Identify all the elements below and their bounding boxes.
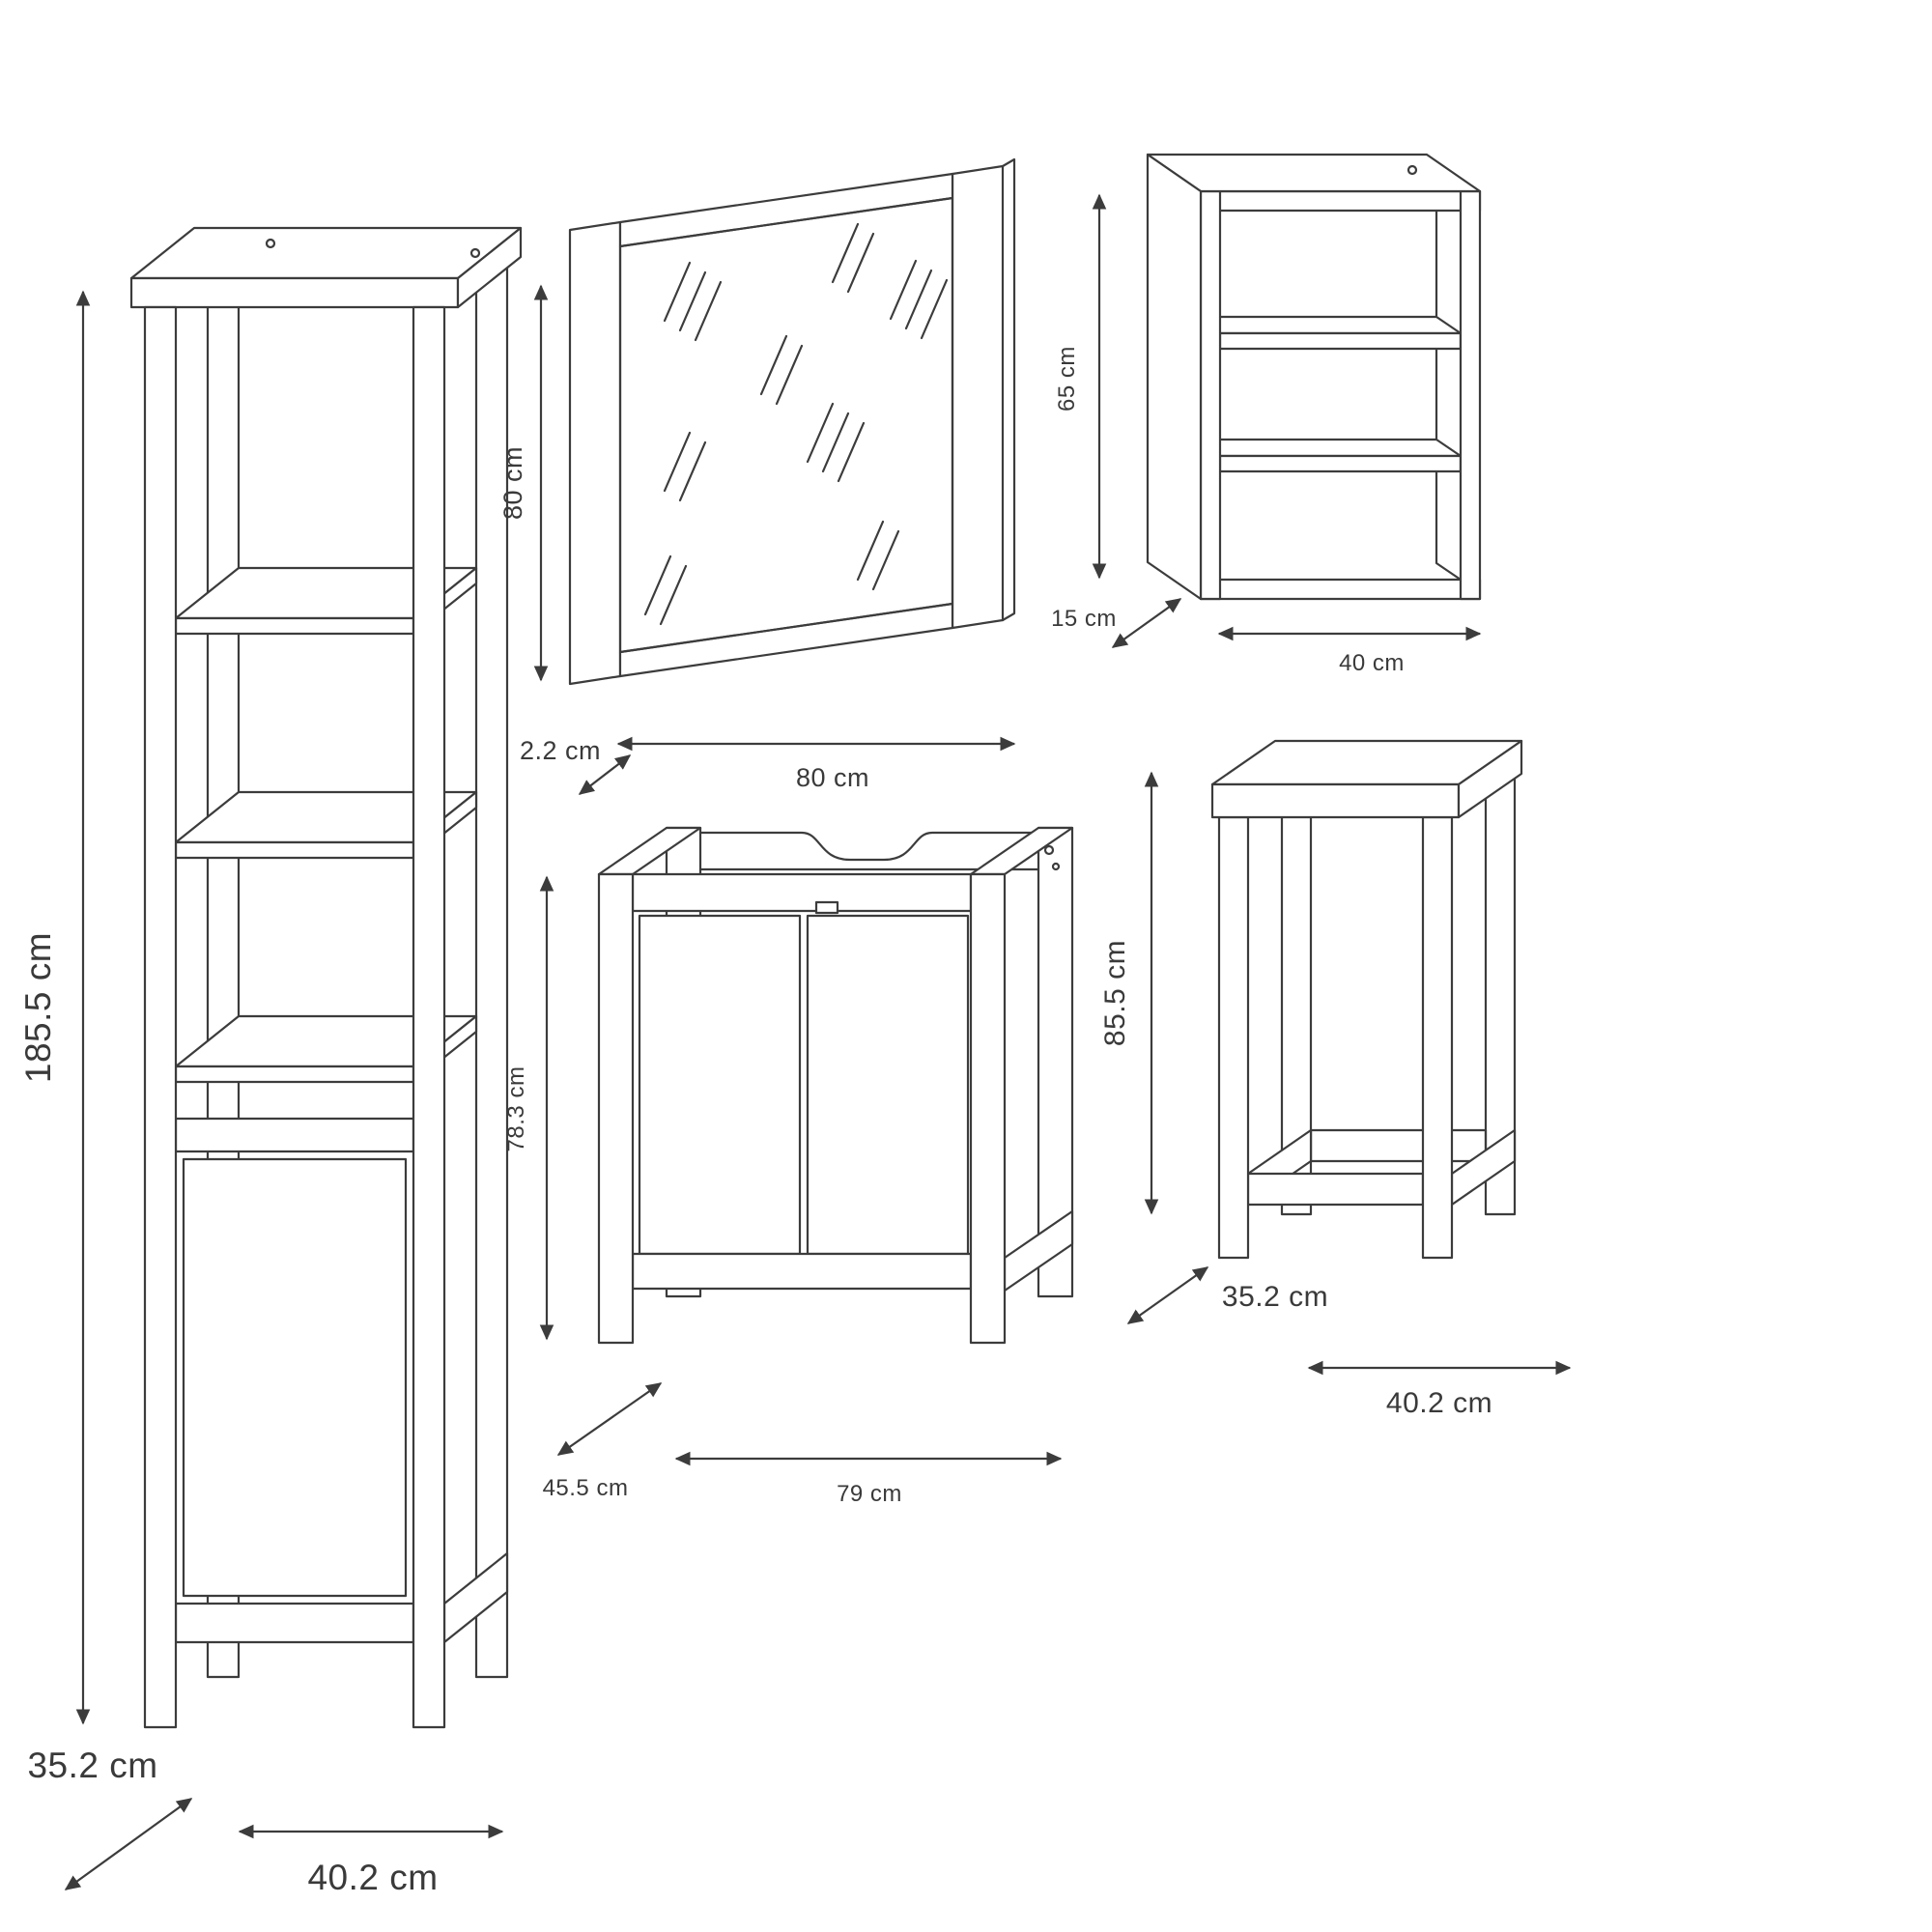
table-front-right-leg: [1421, 815, 1454, 1260]
mirror-dimensions: 80 cm 2.2 cm 80 cm: [498, 284, 1016, 795]
vanity-front-right-post: [969, 872, 1007, 1345]
mirror-depth-edge: [1001, 157, 1016, 622]
mirror-glass-hatching: [643, 222, 949, 626]
vanity-depth-arrow: [556, 1382, 663, 1456]
mirror-bottom-rail: [618, 602, 954, 678]
mirror-left-rail: [568, 220, 622, 686]
vanity-bottom-rail: [631, 1252, 973, 1291]
table-depth-label: 35.2 cm: [1222, 1281, 1328, 1313]
cabinet-depth-arrow: [64, 1798, 193, 1890]
vanity-right-door: [806, 914, 970, 1256]
table-height-label: 85.5 cm: [1099, 940, 1131, 1046]
cabinet-top-panel: [129, 226, 523, 309]
screw-hole-icon: [469, 247, 481, 259]
wall-shelf-top-wall: [1199, 189, 1482, 213]
mirror-top-rail: [618, 172, 954, 248]
vanity-side-top-rail: [597, 826, 702, 876]
wall-shelf-shelf: [1194, 315, 1463, 351]
mirror-right-rail: [951, 164, 1005, 630]
cabinet-height-label: 185.5 cm: [18, 932, 58, 1083]
wall-shelf-depth-label: 15 cm: [1051, 606, 1117, 632]
cabinet-bottom-rail: [174, 1602, 415, 1644]
side-table-dimensions: 85.5 cm 35.2 cm 40.2 cm: [1099, 771, 1572, 1419]
wall-shelf-depth-arrow: [1111, 598, 1182, 648]
vanity-height-label: 78.3 cm: [503, 1066, 529, 1152]
table-depth-arrow: [1126, 1266, 1209, 1324]
screw-hole-icon: [1406, 164, 1418, 176]
cabinet-width-label: 40.2 cm: [307, 1858, 438, 1897]
screw-hole-icon: [1043, 844, 1055, 856]
wall-shelf-bottom-wall: [1199, 578, 1482, 601]
wall-shelf-top-face: [1146, 153, 1482, 193]
vanity-front-top-rail: [631, 872, 973, 913]
vanity-depth-label: 45.5 cm: [543, 1475, 629, 1501]
wall-shelf: [1146, 153, 1482, 601]
screw-hole-icon: [265, 238, 276, 249]
vanity-left-door: [638, 914, 802, 1256]
mirror: [568, 157, 1016, 686]
table-front-left-leg: [1217, 815, 1250, 1260]
tall-cabinet: [129, 226, 523, 1729]
vanity-unit: [597, 826, 1074, 1345]
table-back-rail: [1309, 1128, 1488, 1163]
vanity-back-rail-cutout: [698, 831, 1040, 862]
vanity-front-left-post: [597, 872, 635, 1345]
mirror-depth-label: 2.2 cm: [520, 736, 601, 765]
vanity-side-top-rail: [969, 826, 1074, 876]
screw-hole-icon: [1051, 862, 1061, 871]
wall-shelf-right-wall: [1459, 189, 1482, 601]
side-table: [1210, 739, 1523, 1260]
table-width-label: 40.2 cm: [1386, 1387, 1492, 1419]
tall-cabinet-dimensions: 185.5 cm 35.2 cm 40.2 cm: [18, 290, 504, 1897]
mirror-width-label: 80 cm: [796, 763, 869, 792]
wall-shelf-shelf: [1194, 438, 1463, 473]
wall-shelf-side-face: [1146, 153, 1203, 601]
vanity-clip-detail: [814, 900, 839, 915]
vanity-width-label: 79 cm: [837, 1481, 902, 1507]
table-right-rail: [1450, 1128, 1517, 1207]
vanity-dimensions: 78.3 cm 45.5 cm 79 cm: [503, 875, 1063, 1507]
wall-shelf-height-label: 65 cm: [1054, 346, 1080, 412]
cabinet-door: [182, 1157, 408, 1598]
cabinet-front-right-post: [412, 305, 446, 1729]
cabinet-mid-rail: [174, 1117, 415, 1153]
table-top-slab: [1210, 739, 1523, 819]
cabinet-front-left-post: [143, 305, 178, 1729]
mirror-depth-arrow: [578, 754, 632, 795]
mirror-glass: [618, 196, 954, 654]
shelf-inner-wall: [1435, 192, 1463, 582]
wall-shelf-dimensions: 65 cm 15 cm 40 cm: [1051, 193, 1482, 676]
table-front-rail: [1246, 1172, 1425, 1207]
wall-shelf-left-wall: [1199, 189, 1222, 601]
wall-shelf-width-label: 40 cm: [1339, 650, 1405, 676]
cabinet-depth-label: 35.2 cm: [27, 1746, 157, 1785]
mirror-height-label: 80 cm: [498, 446, 527, 520]
